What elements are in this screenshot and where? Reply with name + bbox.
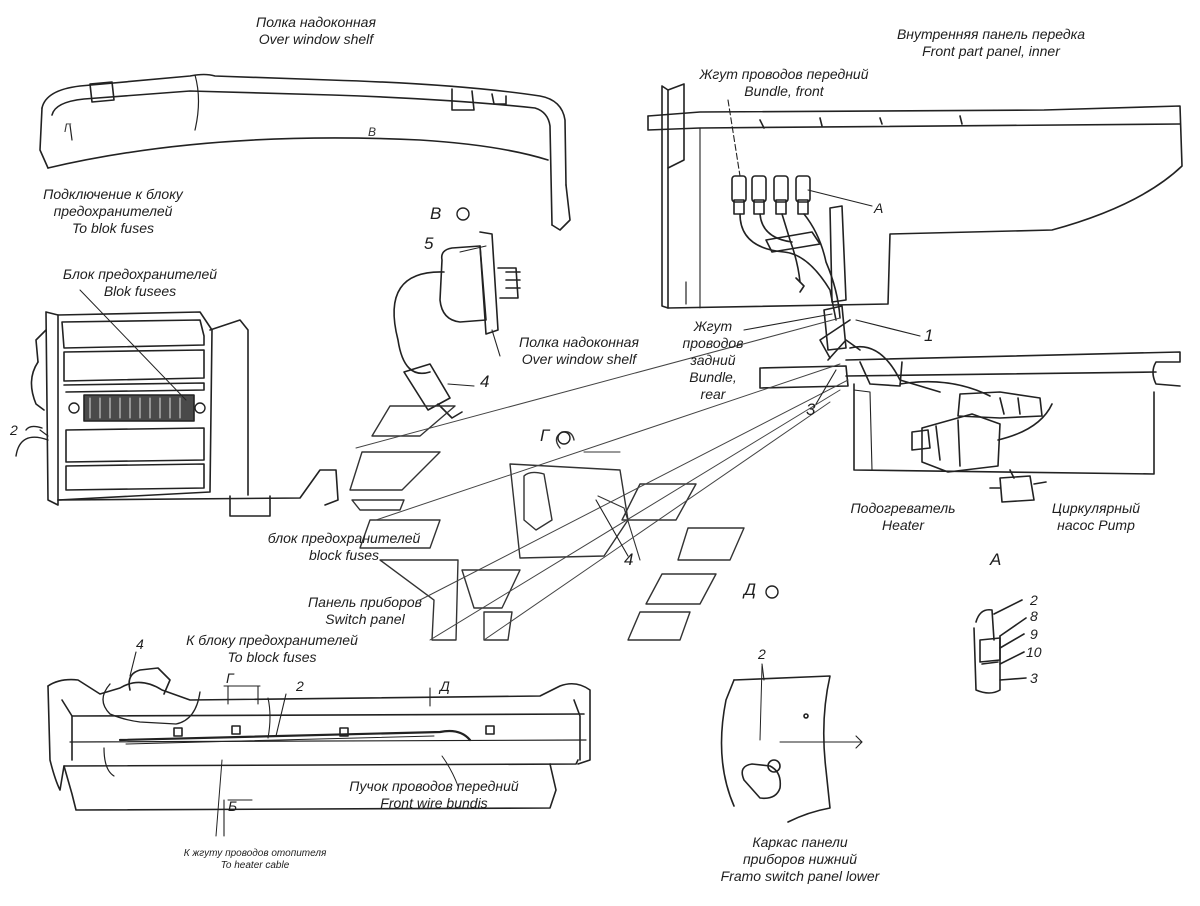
callout-4-conn: 4 bbox=[480, 372, 490, 391]
heater-ru: Подогреватель bbox=[850, 500, 956, 516]
over-window-shelf-drawing bbox=[39, 73, 571, 231]
fuse-block-drawing bbox=[15, 311, 339, 517]
front-panel-inner-ru: Внутренняя панель передка bbox=[896, 26, 1086, 42]
front-panel-inner-en: Front part panel, inner bbox=[922, 43, 1060, 59]
over-window-shelf-mid-ru: Полка надоконная bbox=[519, 334, 639, 350]
heater-cable-en: To heater cable bbox=[220, 860, 290, 871]
view-v-marker bbox=[456, 207, 470, 221]
bundle-front-ru: Жгут проводов передний bbox=[699, 66, 869, 82]
to-block-fuses-label: К блоку предохранителей To block fuses bbox=[166, 632, 378, 666]
callout-2-a: 2 bbox=[1030, 592, 1038, 608]
front-panel-inner-drawing bbox=[647, 83, 1183, 351]
fuse-connection-label: Подключение к блоку предохранителей To b… bbox=[28, 186, 198, 237]
callout-2-panel: 2 bbox=[296, 678, 304, 694]
detail-a-drawing bbox=[973, 599, 1027, 694]
heater-label: Подогреватель Heater bbox=[838, 500, 968, 534]
view-g-marker bbox=[557, 431, 571, 445]
fuse-connection-en: To blok fuses bbox=[72, 220, 154, 236]
bundle-rear-en2: rear bbox=[700, 386, 726, 402]
shelf-ref-g: Г bbox=[64, 121, 72, 135]
front-wire-bundle-ru: Пучок проводов передний bbox=[349, 778, 519, 794]
frame-lower-ru1: Каркас панели bbox=[752, 834, 848, 850]
shelf-ref-v: В bbox=[368, 125, 376, 139]
front-wire-bundle-label: Пучок проводов передний Front wire bundi… bbox=[334, 778, 534, 812]
fuse-block-ru: Блок предохранителей bbox=[62, 266, 218, 282]
callout-10: 10 bbox=[1026, 644, 1042, 660]
view-ref-g: Г bbox=[540, 426, 550, 445]
view-ref-g-panel: Г bbox=[226, 670, 234, 686]
fuse-connection-ru1: Подключение к блоку bbox=[43, 186, 183, 202]
detail-a-title: А bbox=[990, 550, 1002, 569]
bundle-rear-ru2: проводов bbox=[682, 335, 744, 351]
callout-a-label: A bbox=[874, 200, 884, 216]
bundle-rear-en1: Bundle, bbox=[689, 369, 737, 385]
connector-5-drawing bbox=[393, 231, 521, 419]
pump-ru2: насос Pump bbox=[1057, 517, 1135, 533]
fuse-block-label: Блок предохранителей Blok fusees bbox=[40, 266, 240, 300]
bundle-front-en: Bundle, front bbox=[744, 83, 824, 99]
fuse-block-lower-en: block fuses bbox=[308, 547, 380, 563]
pump-label: Циркулярный насос Pump bbox=[1036, 500, 1156, 534]
heater-en: Heater bbox=[881, 517, 925, 533]
callout-3-mid: 3 bbox=[806, 400, 816, 419]
frame-lower-drawing bbox=[720, 665, 863, 823]
fuse-block-en: Blok fusees bbox=[103, 283, 177, 299]
switch-panel-en: Switch panel bbox=[325, 611, 405, 627]
heater-cable-label: К жгуту проводов отопителя To heater cab… bbox=[160, 848, 350, 872]
bundle-rear-ru1: Жгут bbox=[693, 318, 733, 334]
heater-pump-drawing bbox=[759, 319, 1181, 503]
view-d-marker bbox=[765, 585, 779, 599]
fuse-strip bbox=[83, 394, 195, 422]
callout-3-a: 3 bbox=[1030, 670, 1038, 686]
callout-2-left: 2 bbox=[10, 422, 18, 438]
switch-panel-drawing bbox=[47, 667, 591, 837]
front-wire-bundle-en: Front wire bundis bbox=[380, 795, 488, 811]
fuse-block-lower-ru: блок предохранителей bbox=[267, 530, 421, 546]
callout-leaders bbox=[39, 245, 921, 681]
frame-lower-ru2: приборов нижний bbox=[742, 851, 858, 867]
switch-panel-ru: Панель приборов bbox=[308, 594, 422, 610]
front-bundle-connectors bbox=[727, 99, 873, 321]
over-window-shelf-mid-en: Over window shelf bbox=[521, 351, 637, 367]
callout-5: 5 bbox=[424, 234, 434, 253]
front-panel-inner-label: Внутренняя панель передка Front part pan… bbox=[876, 26, 1106, 60]
callout-9: 9 bbox=[1030, 626, 1038, 642]
pump-ru1: Циркулярный bbox=[1051, 500, 1141, 516]
over-window-shelf-top-en: Over window shelf bbox=[258, 31, 374, 47]
view-ref-d: Д bbox=[744, 580, 756, 599]
over-window-shelf-mid-label: Полка надоконная Over window shelf bbox=[494, 334, 664, 368]
to-block-fuses-en: To block fuses bbox=[227, 649, 317, 665]
view-ref-v: В bbox=[430, 204, 442, 223]
bundle-rear-label: Жгут проводов задний Bundle, rear bbox=[668, 318, 758, 403]
fuse-bolt-right bbox=[194, 402, 206, 414]
bracket-wedges bbox=[349, 405, 745, 641]
fuse-bolt-left bbox=[68, 402, 80, 414]
fuse-connection-ru2: предохранителей bbox=[53, 203, 173, 219]
switch-panel-label: Панель приборов Switch panel bbox=[290, 594, 440, 628]
callout-4-bracket: 4 bbox=[624, 550, 634, 569]
view-ref-d-panel: Д bbox=[440, 678, 450, 694]
fuse-block-lower-label: блок предохранителей block fuses bbox=[244, 530, 444, 564]
fuse-leader bbox=[79, 289, 187, 401]
over-window-shelf-top-ru: Полка надоконная bbox=[256, 14, 376, 30]
to-block-fuses-ru: К блоку предохранителей bbox=[186, 632, 358, 648]
callout-4-panel: 4 bbox=[136, 636, 144, 652]
bundle-front-label: Жгут проводов передний Bundle, front bbox=[684, 66, 884, 100]
over-window-shelf-top-label: Полка надоконная Over window shelf bbox=[236, 14, 396, 48]
center-leaders bbox=[355, 317, 849, 641]
callout-2-frame: 2 bbox=[758, 646, 766, 662]
view-ref-b: Б bbox=[228, 798, 238, 814]
bundle-rear-ru3: задний bbox=[690, 352, 736, 368]
frame-lower-en: Framo switch panel lower bbox=[720, 868, 880, 884]
heater-cable-ru: К жгуту проводов отопителя bbox=[183, 848, 327, 859]
callout-1: 1 bbox=[924, 326, 934, 345]
frame-lower-label: Каркас панели приборов нижний Framo swit… bbox=[700, 834, 900, 885]
callout-8: 8 bbox=[1030, 608, 1038, 624]
fuse-strip-texture bbox=[89, 397, 181, 419]
